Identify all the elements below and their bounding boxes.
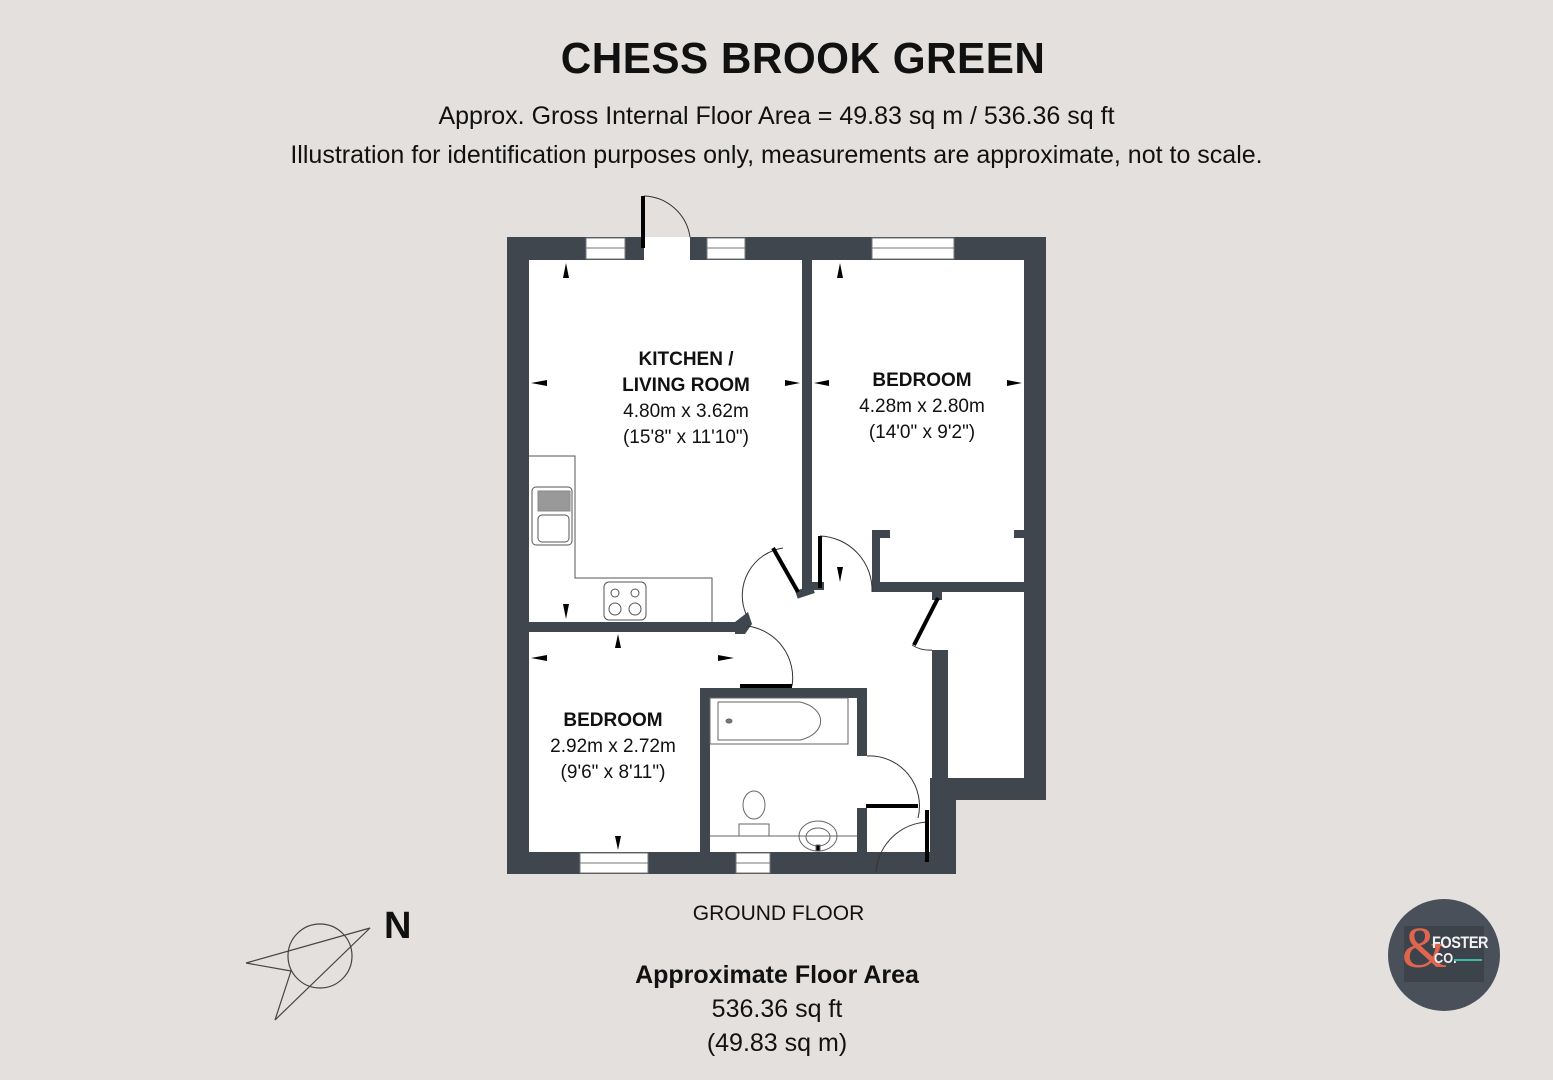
exterior-notch (948, 800, 1058, 890)
logo-ampersand: & (1402, 915, 1448, 980)
north-label: N (384, 905, 412, 947)
room-name: LIVING ROOM (622, 375, 750, 396)
area-heading: Approximate Floor Area (635, 961, 919, 989)
area-sqft: 536.36 sq ft (711, 995, 843, 1023)
gross-area-line: Approx. Gross Internal Floor Area = 49.8… (0, 102, 1553, 131)
kitchen-counter (529, 455, 713, 622)
logo-word-foster: FOSTER (1432, 933, 1489, 952)
floor-level-label: GROUND FLOOR (0, 902, 1553, 926)
north-arrow-icon (245, 923, 371, 1021)
room-name: KITCHEN / (638, 349, 734, 370)
door-leaves (641, 196, 940, 862)
logo-accent-bar (1454, 959, 1482, 961)
gross-area-text: Approx. Gross Internal Floor Area = 49.8… (438, 102, 1115, 130)
room-bedroom-1: BEDROOM 4.28m x 2.80m (14'0" x 9'2") (812, 368, 1032, 446)
agency-logo: & FOSTER CO. (1388, 899, 1500, 1011)
room-kitchen-living: KITCHEN / LIVING ROOM 4.80m x 3.62m (15'… (576, 347, 796, 451)
room-name: BEDROOM (872, 370, 972, 391)
room-dimensions-imperial: (9'6" x 8'11") (560, 762, 666, 783)
logo-word-co: CO. (1434, 950, 1457, 967)
room-dimensions-metric: 2.92m x 2.72m (550, 736, 676, 757)
room-dimensions-metric: 4.80m x 3.62m (623, 401, 749, 422)
room-bedroom-2: BEDROOM 2.92m x 2.72m (9'6" x 8'11") (503, 708, 723, 786)
room-dimensions-imperial: (14'0" x 9'2") (868, 422, 976, 443)
logo-panel (1404, 926, 1484, 982)
windows (579, 237, 955, 874)
room-name: BEDROOM (563, 710, 663, 731)
room-dimensions-metric: 4.28m x 2.80m (859, 396, 985, 417)
bathroom-fixtures (709, 697, 857, 852)
property-title: CHESS BROOK GREEN (560, 34, 1046, 83)
room-dimensions-imperial: (15'8" x 11'10") (622, 427, 749, 448)
area-sqm: (49.83 sq m) (706, 1029, 848, 1057)
dimension-markers (531, 263, 1022, 850)
area-summary: Approximate Floor Area 536.36 sq ft (49.… (577, 958, 977, 1060)
floor-level-text: GROUND FLOOR (692, 902, 865, 925)
disclaimer-text: Illustration for identification purposes… (290, 141, 1263, 169)
